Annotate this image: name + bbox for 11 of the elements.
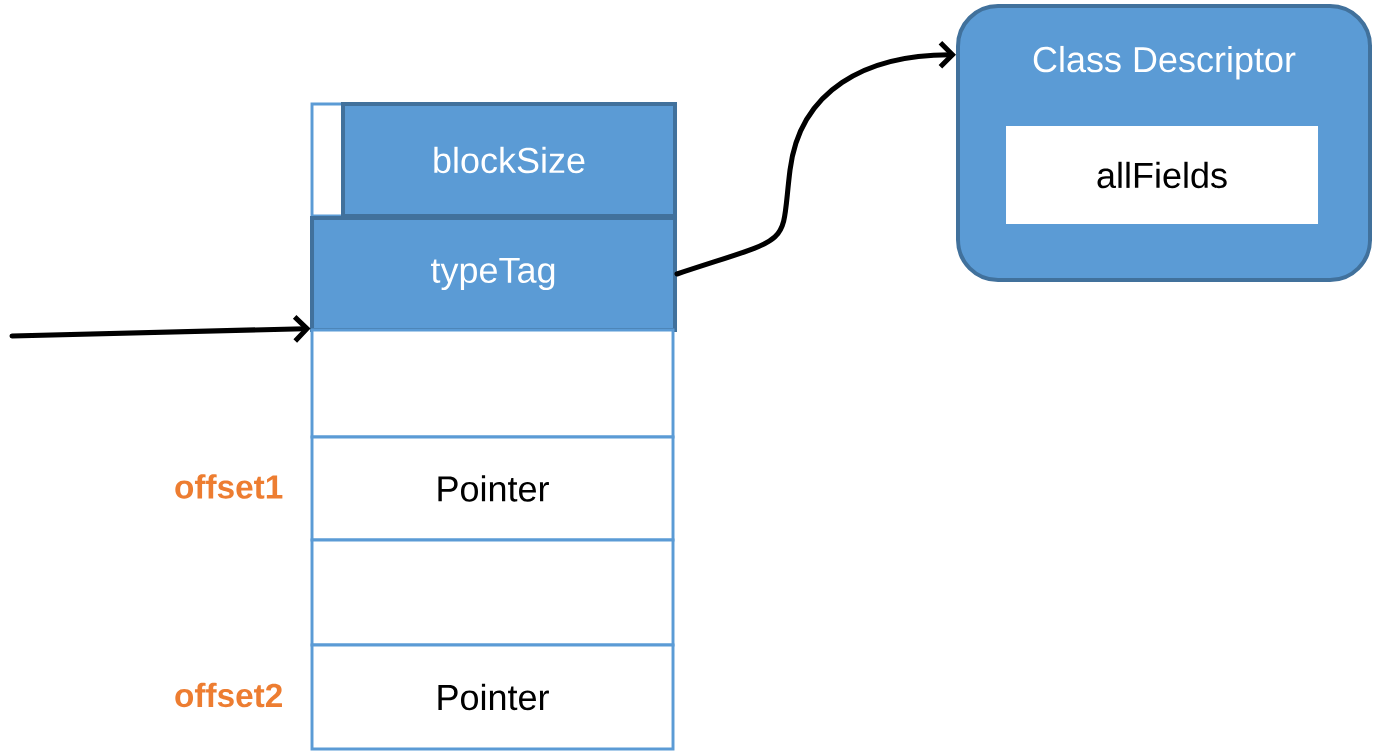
offset-label: offset1 [175,474,283,499]
arrow [9,315,311,343]
memory-cell: Pointer [310,643,675,751]
offset-label: offset2 [175,682,282,708]
memory-cell: blockSize [341,102,677,218]
arrow [674,40,956,277]
field-box: allFields [1006,126,1318,224]
memory-cell: typeTag [310,216,677,332]
memory-cell [310,328,675,439]
memory-cell: Pointer [310,435,675,542]
memory-cell [310,538,675,647]
